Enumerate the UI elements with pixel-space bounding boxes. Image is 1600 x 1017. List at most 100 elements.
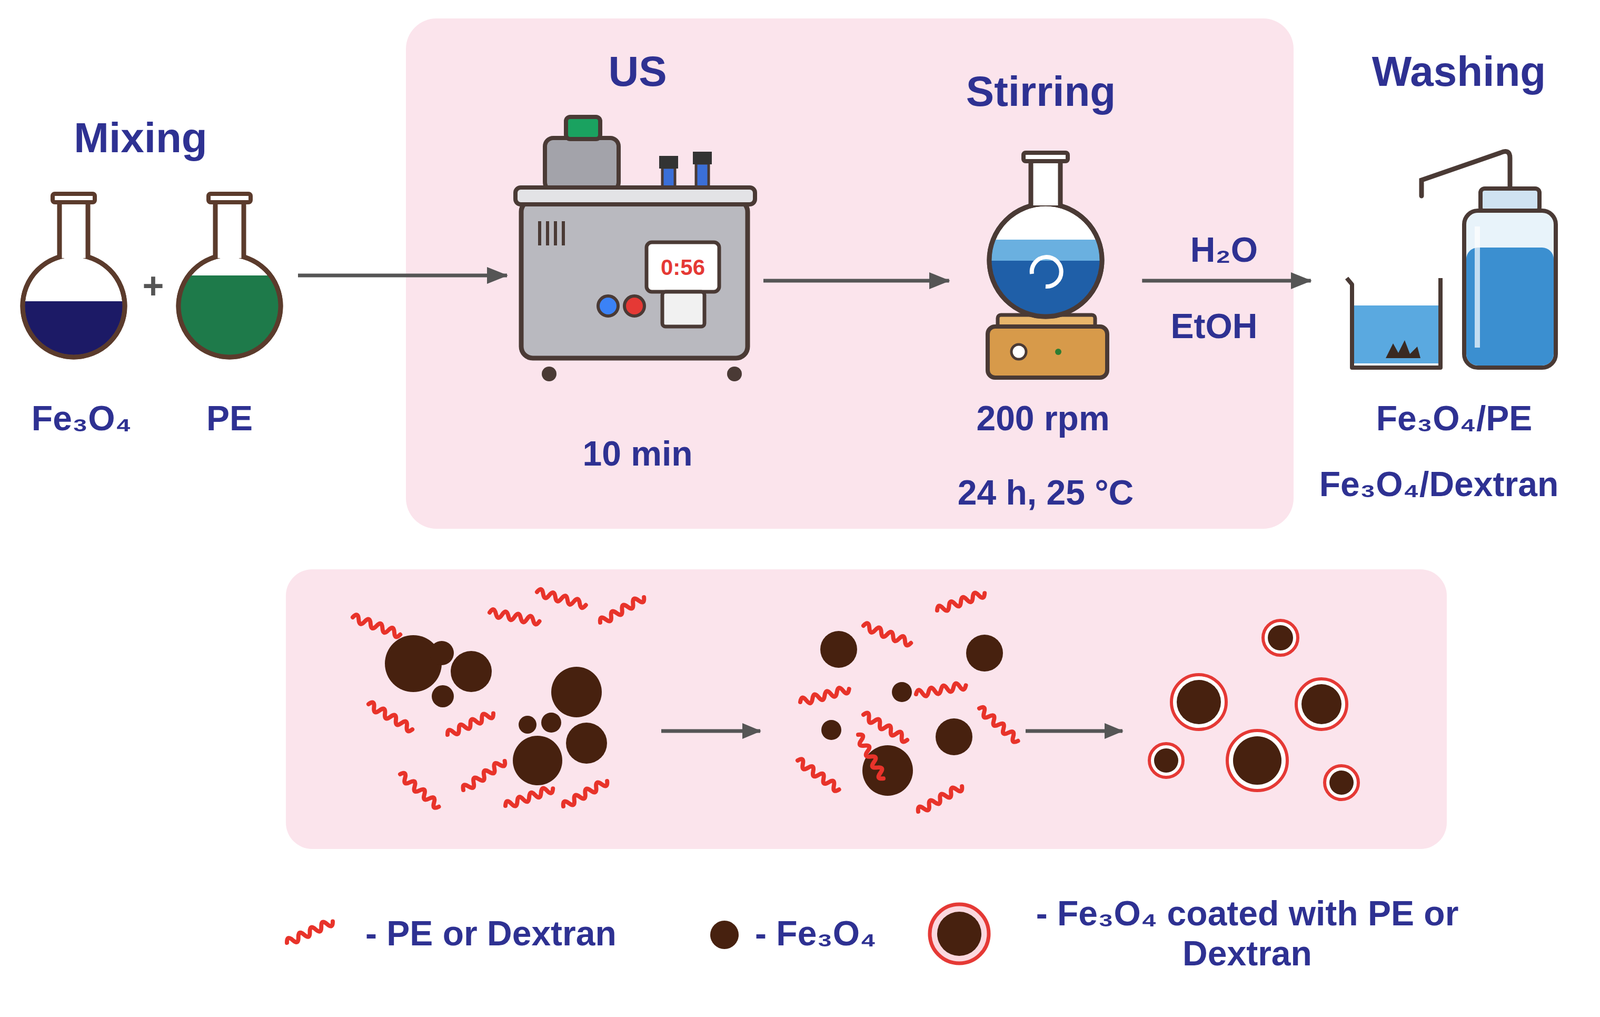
ultrasonic-bath — [565, 116, 601, 139]
coated-particle — [1296, 678, 1347, 730]
process-step: WashingFe₃O₄/PEFe₃O₄/Dextran — [1314, 42, 1564, 510]
mechanism-panel — [285, 569, 1447, 849]
solvent-label: EtOH — [1170, 306, 1258, 347]
beaker — [1346, 277, 1441, 368]
polymer-chain — [799, 684, 850, 705]
coated-particle — [1324, 765, 1359, 800]
process-arrow — [661, 730, 1123, 732]
fe3o4-particle — [862, 744, 913, 796]
legend-text: - PE or Dextran — [365, 913, 617, 954]
ultrasonic-bath — [544, 137, 619, 191]
coated-particle — [1176, 679, 1221, 724]
polymer-chain — [861, 711, 910, 743]
polymer-chain — [936, 589, 987, 614]
plus-sign: + — [142, 264, 165, 308]
fe3o4-particle — [966, 634, 1003, 672]
magnetic-stirrer — [1032, 156, 1059, 206]
process-step: Stirring 200 rpm 24 h, 25 °C — [952, 62, 1140, 519]
round-flask — [52, 193, 95, 203]
step-panel — [405, 18, 1294, 529]
coated-particle — [1149, 743, 1184, 778]
legend-sample — [285, 917, 335, 946]
step-label: 10 min — [582, 433, 693, 474]
coated-particle — [1227, 730, 1288, 791]
polymer-chain — [445, 709, 495, 738]
fe3o4-particle — [891, 681, 912, 702]
round-flask — [217, 199, 242, 258]
coated-particle — [1171, 674, 1227, 730]
ultrasonic-bath — [539, 221, 564, 246]
polymer-chain — [461, 757, 508, 793]
wash-bottle — [1421, 151, 1556, 368]
round-flask — [215, 202, 244, 258]
reagent-flask: Fe₃O₄ — [15, 185, 137, 444]
fe3o4-particle — [431, 684, 454, 708]
coated-particle — [1329, 770, 1354, 795]
process-arrow — [763, 279, 950, 283]
process-arrow — [1141, 279, 1311, 283]
ultrasonic-bath — [541, 366, 557, 382]
polymer-chain — [489, 608, 541, 625]
wash-bottle — [1474, 226, 1480, 348]
ultrasonic-bath — [515, 116, 755, 382]
magnetic-stirrer — [1023, 152, 1068, 162]
round-flask — [61, 199, 86, 258]
polymer-chain — [351, 613, 402, 638]
coated-particle — [1267, 624, 1294, 651]
round-flask — [21, 193, 127, 365]
step-heading: Stirring — [966, 67, 1116, 116]
legend-text: - Fe₃O₄ — [754, 913, 877, 954]
magnetic-stirrer — [987, 152, 1108, 378]
step-label: Fe₃O₄/Dextran — [1319, 464, 1559, 505]
fe3o4-particle — [450, 650, 492, 692]
ultrasonic-bath — [659, 155, 679, 169]
wash-bottle — [1464, 210, 1556, 368]
polymer-chain — [916, 782, 965, 815]
step-label: 200 rpm — [976, 398, 1110, 439]
ultrasonic-bath — [515, 187, 755, 205]
reagent-flask: PE — [171, 185, 290, 444]
polymer-chain — [598, 593, 647, 626]
coated-particle — [1154, 748, 1179, 773]
fe3o4-particle — [551, 666, 602, 718]
coated-particle — [1301, 683, 1342, 724]
polymer-chain — [862, 621, 913, 647]
ultrasonic-bath — [521, 200, 748, 359]
magnetic-stirrer — [1030, 158, 1061, 206]
ultrasonic-bath — [662, 291, 705, 327]
fe3o4-particle — [384, 634, 442, 692]
polymer-chain — [977, 705, 1021, 744]
beaker — [1353, 305, 1440, 364]
fe3o4-particle — [541, 712, 562, 733]
round-flask — [176, 275, 283, 365]
legend-text: - Fe₃O₄ coated with PE or Dextran — [1010, 893, 1485, 974]
solvent-label: H₂O — [1190, 230, 1258, 271]
legend-sample — [937, 911, 982, 956]
legend-sample — [710, 920, 739, 949]
fe3o4-particle — [512, 735, 563, 785]
beaker — [1385, 340, 1421, 359]
beaker — [1346, 277, 1441, 368]
magnetic-stirrer — [1055, 348, 1062, 355]
magnetic-stirrer — [1011, 344, 1027, 360]
magnetic-stirrer — [987, 326, 1108, 378]
step-label: 24 h, 25 °C — [957, 472, 1135, 513]
process-arrow — [661, 729, 761, 733]
polymer-chain — [366, 700, 415, 733]
process-arrow — [1025, 729, 1123, 733]
fe3o4-particle — [565, 722, 608, 764]
round-flask — [178, 254, 281, 357]
step-heading: Mixing — [73, 113, 207, 163]
fe3o4-particle — [821, 719, 842, 740]
coated-particle — [1149, 620, 1359, 800]
coated-particle — [1233, 736, 1282, 785]
fe3o4-particle — [429, 640, 454, 665]
polymer-chain — [795, 757, 842, 793]
ultrasonic-bath — [727, 366, 742, 382]
legend-sample — [285, 903, 989, 963]
fe3o4-particle — [384, 630, 1003, 796]
legend-sample — [929, 903, 989, 963]
